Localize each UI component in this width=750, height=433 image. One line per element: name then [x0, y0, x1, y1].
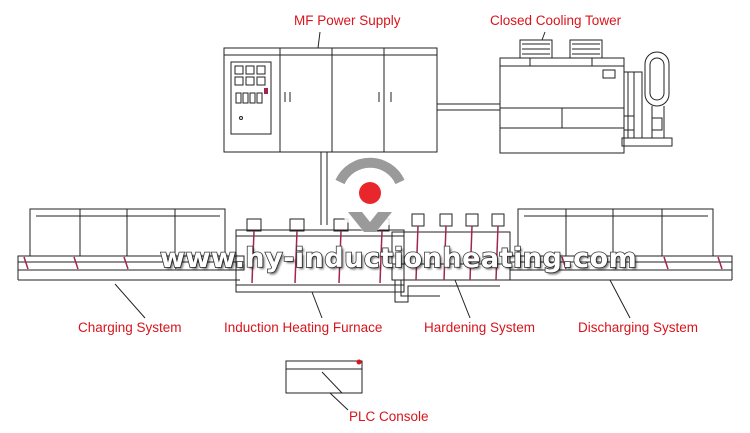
company-logo-emblem: [335, 157, 405, 232]
label-plc-console: PLC Console: [349, 409, 429, 424]
label-hardening-system: Hardening System: [424, 320, 536, 335]
induction-heating-furnace: [235, 218, 405, 293]
plc-console: [285, 359, 363, 394]
hardening-system: [391, 213, 511, 303]
label-discharging-system: Discharging System: [578, 320, 699, 335]
label-charging-system: Charging System: [78, 320, 182, 335]
label-closed-cooling-tower: Closed Cooling Tower: [490, 13, 622, 28]
mf-power-supply-cabinet: [223, 47, 438, 153]
label-mf-power-supply: MF Power Supply: [294, 13, 401, 28]
charging-system-rack: [17, 208, 245, 281]
website-watermark: www.hy-inductionheating.com: [159, 242, 638, 275]
closed-cooling-tower: [499, 39, 673, 154]
discharging-system-rack: [509, 208, 733, 281]
callout-leaders: [114, 31, 631, 411]
label-induction-heating-furnace: Induction Heating Furnace: [224, 320, 383, 335]
